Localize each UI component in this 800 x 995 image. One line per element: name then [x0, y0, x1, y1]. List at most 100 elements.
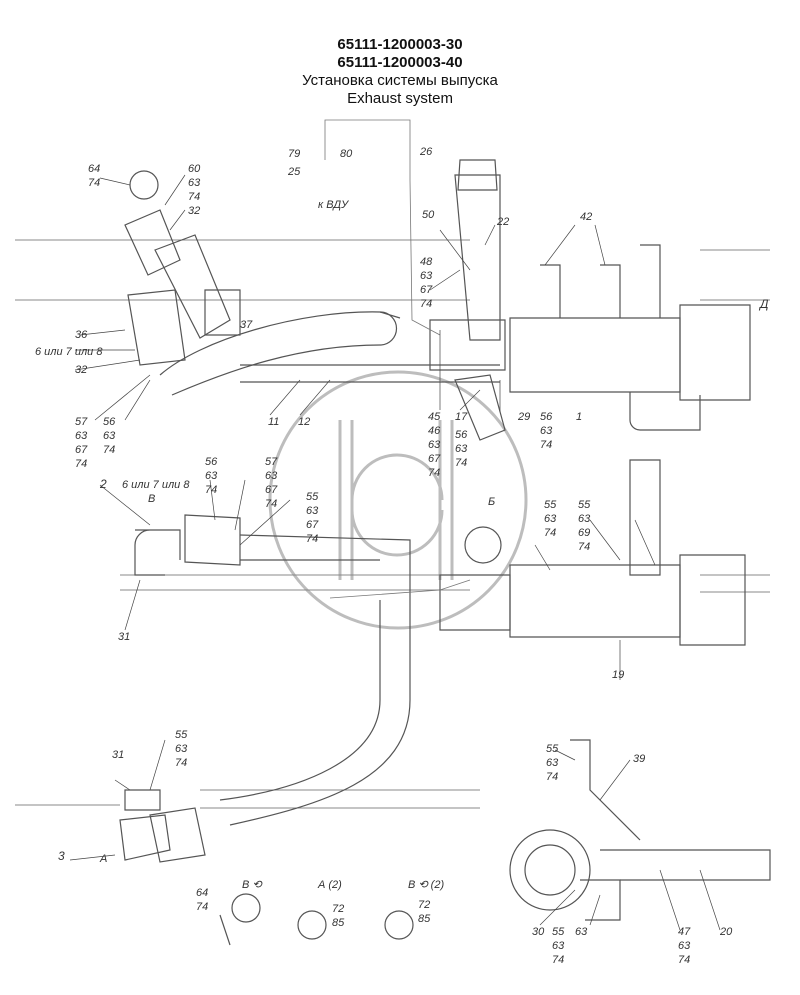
callout-74: 74: [420, 298, 432, 310]
callout-72: 72: [332, 903, 344, 915]
callout-55: 55: [578, 499, 591, 511]
callout-63: 63: [420, 270, 433, 282]
title-russian: Установка системы выпуска: [302, 72, 498, 89]
callout-74: 74: [540, 439, 552, 451]
callout-74: 74: [196, 901, 208, 913]
callout-63: 63: [455, 443, 468, 455]
callout-1: 1: [576, 411, 582, 423]
part-code-1: 65111-1200003-30: [337, 36, 463, 53]
callout-32: 32: [75, 364, 87, 376]
middle-assembly: [134, 459, 746, 826]
callout-79: 79: [288, 148, 300, 160]
detail-title: А (2): [317, 879, 342, 891]
callout-74: 74: [455, 457, 467, 469]
callout-67: 67: [428, 453, 441, 465]
callout-67: 67: [306, 519, 319, 531]
callout-55: 55: [552, 926, 565, 938]
callout-85: 85: [418, 913, 431, 925]
part-code-2: 65111-1200003-40: [337, 54, 463, 71]
callout-74: 74: [306, 533, 318, 545]
callout-60: 60: [188, 163, 201, 175]
callout-2: 2: [99, 477, 107, 491]
callout-56: 56: [205, 456, 218, 468]
view-label-b: Б: [488, 496, 495, 508]
view-label-a: А: [99, 853, 107, 865]
detail-title: В ⟲ (2): [408, 879, 444, 891]
watermark-logo: [268, 370, 528, 630]
callout-74: 74: [265, 498, 277, 510]
callout-64: 64: [196, 887, 208, 899]
callout-57: 57: [75, 416, 88, 428]
leader-lines: [69, 174, 721, 931]
callout-63: 63: [205, 470, 218, 482]
callout-67: 67: [420, 284, 433, 296]
callout-74: 74: [103, 444, 115, 456]
callout-74: 74: [75, 458, 87, 470]
callout-69: 69: [578, 527, 590, 539]
callout-32: 32: [188, 205, 200, 217]
callout-50: 50: [422, 209, 435, 221]
callout-67: 67: [75, 444, 88, 456]
callout-55: 55: [544, 499, 557, 511]
label-to-vdu: к ВДУ: [318, 199, 349, 211]
callout-63: 63: [575, 926, 588, 938]
callout-74: 74: [678, 954, 690, 966]
lower-assembly: [119, 739, 771, 921]
callout-31: 31: [112, 749, 124, 761]
callout-74: 74: [552, 954, 564, 966]
variant-note-2: 6 или 7 или 8: [122, 479, 190, 491]
view-label-d: Д: [758, 297, 769, 311]
callout-46: 46: [428, 425, 441, 437]
view-label-v: В: [148, 493, 155, 505]
callout-47: 47: [678, 926, 691, 938]
title-english: Exhaust system: [347, 90, 453, 107]
callout-56: 56: [103, 416, 116, 428]
variant-note-1: 6 или 7 или 8: [35, 346, 103, 358]
detail-views: [219, 893, 414, 946]
callout-74: 74: [188, 191, 200, 203]
callout-26: 26: [419, 146, 433, 158]
callout-20: 20: [719, 926, 733, 938]
callout-72: 72: [418, 899, 430, 911]
callout-63: 63: [578, 513, 591, 525]
callout-36: 36: [75, 329, 88, 341]
frame-beams: [15, 239, 770, 809]
callout-63: 63: [188, 177, 201, 189]
callout-74: 74: [544, 527, 556, 539]
callout-74: 74: [88, 177, 100, 189]
callout-55: 55: [546, 743, 559, 755]
callout-63: 63: [546, 757, 559, 769]
callout-67: 67: [265, 484, 278, 496]
callout-3: 3: [58, 849, 65, 863]
callout-56: 56: [455, 429, 468, 441]
callout-74: 74: [175, 757, 187, 769]
callout-31: 31: [118, 631, 130, 643]
callout-56: 56: [540, 411, 553, 423]
callout-74: 74: [578, 541, 590, 553]
upper-assembly: [124, 119, 751, 441]
callout-74: 74: [428, 467, 440, 479]
callout-63: 63: [544, 513, 557, 525]
callout-63: 63: [678, 940, 691, 952]
callout-55: 55: [306, 491, 319, 503]
callout-74: 74: [205, 484, 217, 496]
callout-63: 63: [428, 439, 441, 451]
callout-39: 39: [633, 753, 645, 765]
callout-85: 85: [332, 917, 345, 929]
callout-57: 57: [265, 456, 278, 468]
callout-45: 45: [428, 411, 441, 423]
callout-63: 63: [306, 505, 319, 517]
callout-64: 64: [88, 163, 100, 175]
callout-11: 11: [268, 416, 279, 428]
callout-48: 48: [420, 256, 433, 268]
callout-30: 30: [532, 926, 545, 938]
callout-42: 42: [580, 211, 592, 223]
callout-17: 17: [455, 411, 468, 423]
callout-74: 74: [546, 771, 558, 783]
callout-22: 22: [496, 216, 509, 228]
callout-63: 63: [75, 430, 88, 442]
callout-63: 63: [552, 940, 565, 952]
callout-63: 63: [175, 743, 188, 755]
